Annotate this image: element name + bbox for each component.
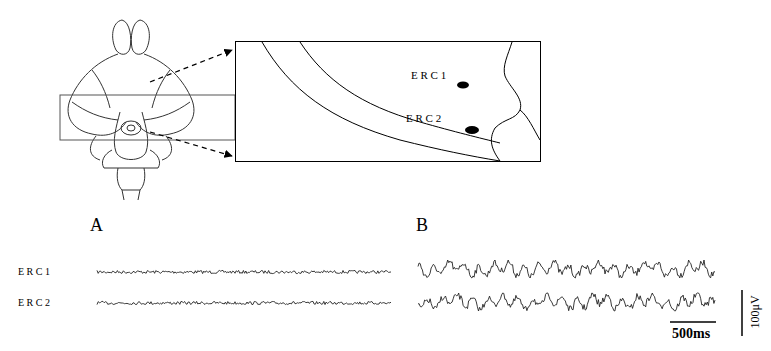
brain-sketch bbox=[60, 20, 235, 200]
eeg-trace bbox=[418, 260, 715, 278]
voltage-scale-bar bbox=[741, 290, 743, 336]
inset-box: E R C 1 E R C 2 bbox=[235, 41, 541, 162]
electrode-label: E R C 1 bbox=[411, 70, 446, 81]
time-scale-bar bbox=[670, 321, 716, 323]
inset-outline bbox=[262, 42, 540, 161]
eeg-trace bbox=[97, 301, 391, 304]
electrode-site bbox=[465, 126, 479, 134]
eeg-trace bbox=[97, 270, 391, 273]
electrode-label: E R C 2 bbox=[406, 113, 441, 124]
eeg-trace bbox=[418, 293, 715, 311]
electrode-site bbox=[457, 82, 469, 89]
time-scale-label: 500ms bbox=[672, 327, 710, 341]
eeg-traces bbox=[97, 260, 715, 311]
panel-label: A bbox=[90, 216, 103, 234]
voltage-scale-label: 100μV bbox=[749, 295, 761, 328]
panel-label: B bbox=[416, 216, 428, 234]
channel-label: E R C 2 bbox=[18, 298, 50, 308]
zoom-arrow bbox=[150, 50, 232, 156]
channel-label: E R C 1 bbox=[18, 267, 50, 277]
